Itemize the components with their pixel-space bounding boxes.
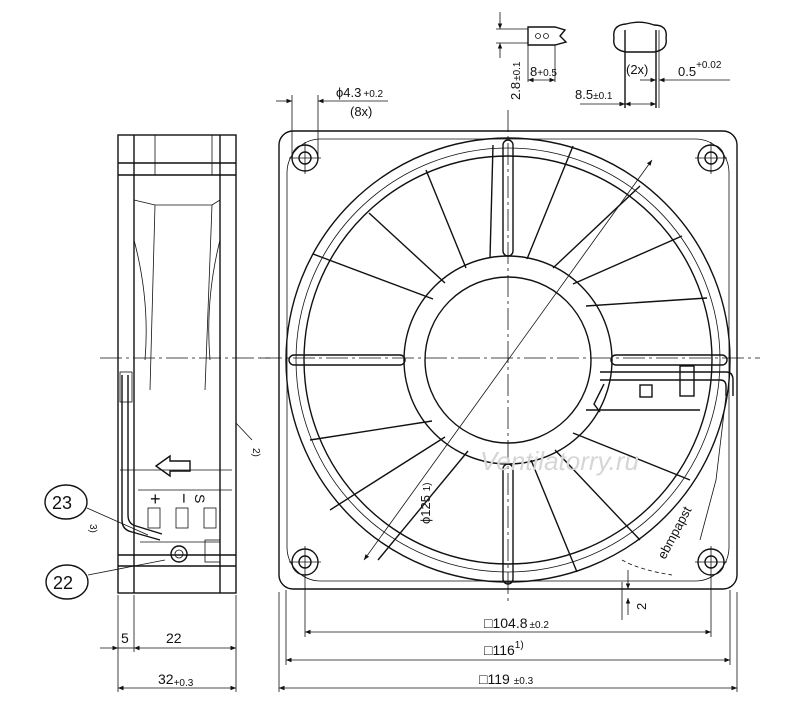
s-marking: S — [192, 494, 208, 503]
dim-frame-size: □119±0.3 — [479, 671, 534, 687]
terminal-detail-front: 8.5±0.1 (2x) 0.5+0.02 — [575, 21, 730, 108]
dim-blade-diameter: ϕ125 1) — [418, 482, 433, 524]
airflow-arrow-icon — [154, 454, 191, 478]
front-view: ebmpapst ϕ125 1) — [260, 110, 760, 605]
dim-venturi-size: □1161) — [484, 640, 524, 658]
dim-terminal-height: 2.8±0.1 — [508, 61, 523, 100]
note-2-label: 2) — [250, 448, 261, 457]
dim-terminal-pitch: 8.5±0.1 — [575, 87, 613, 102]
side-label-circle — [170, 545, 188, 563]
watermark: Ventilatorry.ru — [480, 446, 639, 476]
dim-terminal-count: (2x) — [626, 62, 648, 77]
front-dimensions: □104.8±0.2 □1161) □119±0.3 — [278, 576, 738, 692]
blade-diameter-leader — [363, 159, 653, 561]
side-view-frame — [117, 134, 237, 594]
svg-text:22: 22 — [53, 573, 73, 593]
dim-hole-diameter: ϕ4.3+0.2 — [336, 85, 384, 100]
cable-channel — [593, 365, 734, 541]
callout-23: 23 3) — [44, 484, 149, 536]
dim-terminal-length: 8+0.5 — [530, 64, 557, 79]
corner-gap-callout: 2 — [600, 570, 649, 620]
svg-text:23: 23 — [52, 493, 72, 513]
plus-marking: + — [150, 489, 161, 509]
callout-22: 22 — [45, 559, 166, 600]
dim-hole-spacing: □104.8±0.2 — [484, 615, 549, 631]
side-dimensions: 5 22 32+0.3 — [100, 595, 237, 692]
dim-5: 5 — [121, 630, 129, 646]
dim-hole-count: (8x) — [350, 104, 372, 119]
terminal-detail-side: 2.8±0.1 8+0.5 — [496, 12, 568, 100]
minus-marking: − — [174, 493, 194, 504]
brand-label: ebmpapst — [654, 504, 694, 562]
dim-depth: 32+0.3 — [158, 671, 194, 689]
dim-terminal-thickness: 0.5+0.02 — [678, 60, 722, 79]
side-view: + − S 2) — [100, 134, 270, 594]
note-3-label: 3) — [87, 524, 98, 533]
dim-22: 22 — [166, 630, 182, 646]
dim-corner-gap: 2 — [634, 603, 649, 610]
hole-diameter-callout: ϕ4.3+0.2 (8x) — [276, 85, 388, 158]
